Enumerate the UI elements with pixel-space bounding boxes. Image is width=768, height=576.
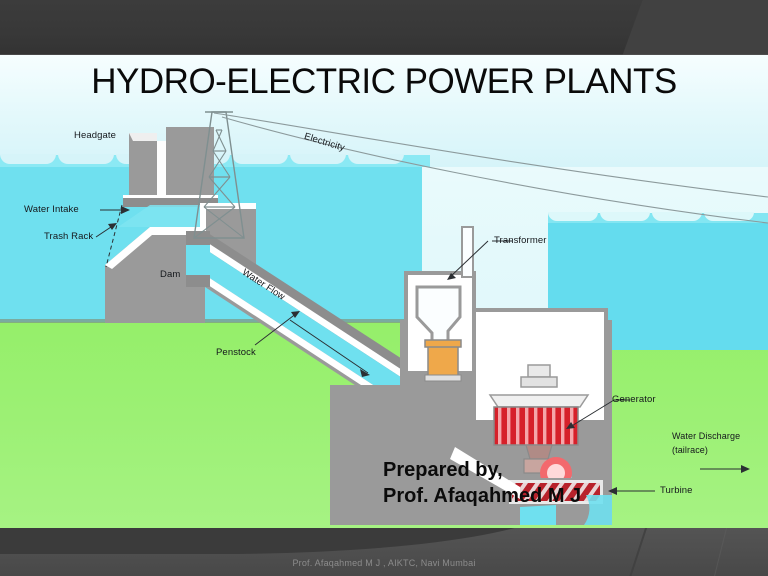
water-flow-arrow-shaft bbox=[289, 319, 369, 374]
transformer-leader bbox=[449, 240, 489, 278]
transformer-tank-lid bbox=[424, 339, 462, 348]
water-wave bbox=[0, 154, 56, 164]
draft-tube bbox=[520, 505, 556, 525]
discharge-arrowhead bbox=[741, 465, 750, 473]
label-water-discharge-tailrace: (tailrace) bbox=[672, 445, 709, 455]
power-line-upper bbox=[213, 112, 768, 198]
label-turbine: Turbine bbox=[660, 485, 693, 496]
dam-pier-left bbox=[129, 133, 157, 195]
diagram-canvas: HYDRO-ELECTRIC POWER PLANTS bbox=[0, 55, 768, 528]
prepared-by-line2: Prof. Afaqahmed M J bbox=[383, 485, 582, 508]
powerhouse-stack bbox=[461, 226, 474, 278]
generator-top-flange bbox=[520, 376, 558, 388]
power-line-lower bbox=[221, 116, 768, 224]
tailrace-wave bbox=[548, 212, 598, 221]
turbine-hub-center bbox=[547, 464, 565, 482]
trash-rack-arrowhead bbox=[108, 223, 117, 230]
transformer-arrowhead bbox=[447, 273, 456, 280]
dam-pier-right bbox=[166, 127, 214, 195]
turbine-arrowhead bbox=[608, 487, 617, 495]
penstock-to-turbine-edge bbox=[450, 447, 520, 499]
water-wave bbox=[232, 154, 288, 164]
turbine-runner-blades bbox=[512, 483, 600, 501]
label-trash-rack: Trash Rack bbox=[44, 231, 94, 242]
penstock-arrowhead bbox=[291, 311, 300, 318]
water-wave bbox=[348, 154, 404, 164]
trash-rack-line bbox=[105, 204, 123, 268]
tailrace-wave bbox=[600, 212, 650, 221]
hydro-plant-diagram bbox=[95, 111, 768, 525]
ground-waterline bbox=[0, 319, 430, 323]
prepared-by-line1: Prepared by, bbox=[383, 459, 503, 481]
generator-shroud bbox=[488, 394, 590, 408]
top-band-facet bbox=[606, 0, 768, 55]
generator-rotor-stripes bbox=[494, 407, 578, 445]
intake-flow bbox=[118, 205, 200, 227]
water-flow-arrow-head bbox=[360, 369, 370, 377]
bottom-band-diagonal-2 bbox=[710, 528, 728, 576]
prepared-by-block: Prepared by, Prof. Afaqahmed M J bbox=[383, 457, 581, 510]
generator-leader bbox=[569, 399, 615, 428]
transformer-base bbox=[424, 374, 462, 382]
penstock-leader bbox=[254, 312, 298, 346]
page-title: HYDRO-ELECTRIC POWER PLANTS bbox=[91, 62, 677, 101]
headgate-slot bbox=[157, 141, 166, 199]
top-band-hairline bbox=[0, 54, 768, 55]
label-transformer: Transformer bbox=[494, 235, 547, 246]
slide-top-band bbox=[0, 0, 768, 55]
label-headgate: Headgate bbox=[74, 130, 117, 141]
water-wave bbox=[58, 154, 114, 164]
dam-deck bbox=[123, 198, 218, 223]
penstock-entry-water bbox=[186, 245, 210, 275]
water-intake-arrowhead bbox=[121, 206, 130, 214]
transmission-tower bbox=[193, 111, 245, 239]
water-wave bbox=[290, 154, 346, 164]
transformer-tank bbox=[427, 342, 459, 380]
label-generator: Generator bbox=[612, 394, 656, 405]
slide-bottom-band: Prof. Afaqahmed M J , AIKTC, Navi Mumbai bbox=[0, 528, 768, 576]
slide-footer: Prof. Afaqahmed M J , AIKTC, Navi Mumbai bbox=[292, 558, 476, 568]
label-water-discharge: Water Discharge bbox=[672, 431, 741, 441]
tailrace-outlet bbox=[584, 495, 612, 525]
label-water-intake: Water Intake bbox=[24, 204, 79, 215]
tailrace-wave bbox=[704, 212, 754, 221]
sky-background bbox=[0, 55, 768, 167]
bottom-band-diagonal bbox=[624, 528, 648, 576]
label-penstock: Penstock bbox=[216, 347, 256, 358]
tailrace-wave bbox=[652, 212, 702, 221]
generator-top-housing bbox=[527, 364, 551, 378]
powerhouse-foundation-left bbox=[330, 385, 400, 525]
label-dam: Dam bbox=[160, 269, 181, 280]
bottom-band-curve bbox=[0, 528, 560, 554]
dam-pier-left-top bbox=[129, 133, 157, 141]
generator-arrowhead bbox=[566, 422, 575, 429]
